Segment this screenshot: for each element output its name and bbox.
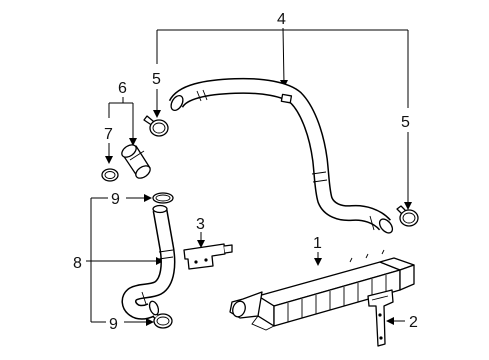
callout-6: 6 (118, 80, 127, 97)
leader-5-left (153, 30, 161, 118)
leader-7 (105, 143, 113, 164)
upper-hose-part-4 (168, 77, 394, 234)
callout-8: 8 (73, 255, 82, 272)
clamp-part-5-left (143, 115, 169, 137)
clamp-part-5-right (396, 205, 419, 227)
callout-7: 7 (104, 126, 113, 143)
leader-3 (197, 232, 205, 248)
callout-4: 4 (277, 11, 286, 28)
intercooler-part-1 (229, 249, 415, 331)
callout-9-top: 9 (111, 191, 120, 208)
leader-2 (386, 317, 405, 325)
callout-2: 2 (409, 314, 418, 331)
outlet-fitting-part-6 (121, 144, 151, 179)
leader-4 (157, 27, 408, 88)
bracket-part-2 (367, 289, 394, 347)
lower-hose-part-8 (121, 204, 176, 320)
callout-5-left: 5 (152, 71, 161, 88)
callout-9-bottom: 9 (109, 316, 118, 333)
leader-8-9 (86, 194, 164, 326)
clamp-part-9-top (152, 192, 174, 204)
leader-1 (314, 252, 322, 266)
leader-5-right (404, 30, 412, 210)
bracket-part-3 (183, 243, 233, 270)
leader-6 (108, 97, 137, 146)
callout-5-right: 5 (401, 114, 410, 131)
callout-1: 1 (313, 235, 322, 252)
seal-ring-part-7 (101, 168, 119, 182)
callout-3: 3 (196, 216, 205, 233)
